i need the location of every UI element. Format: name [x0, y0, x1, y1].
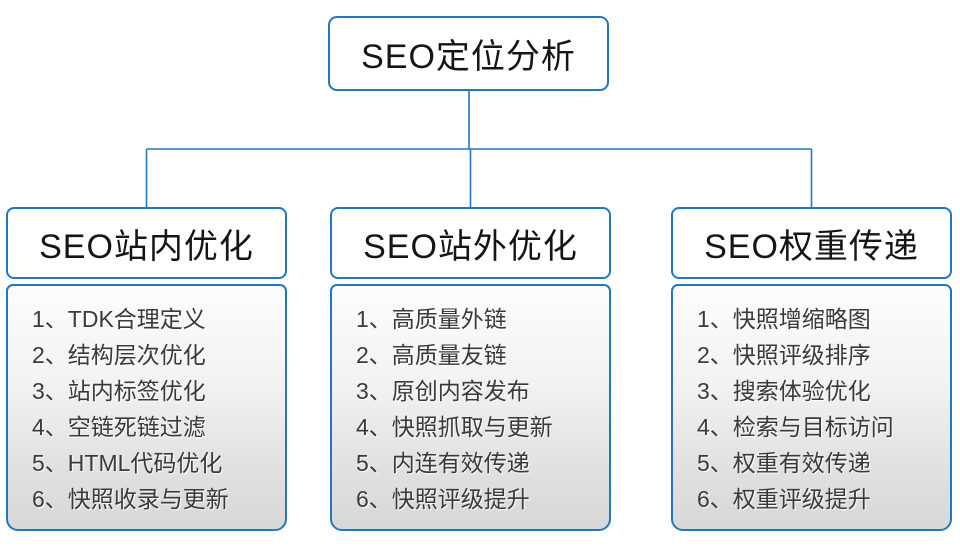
- onsite-item-list: 1、TDK合理定义 2、结构层次优化 3、站内标签优化 4、空链死链过滤 5、H…: [32, 301, 275, 517]
- weight-item-list: 1、快照增缩略图 2、快照评级排序 3、搜索体验优化 4、检索与目标访问 5、权…: [697, 301, 940, 517]
- list-item: 3、搜索体验优化: [697, 378, 871, 404]
- column-header-label: SEO站内优化: [39, 227, 254, 266]
- list-item: 6、权重评级提升: [697, 486, 871, 512]
- column-body-offsite: 1、高质量外链 2、高质量友链 3、原创内容发布 4、快照抓取与更新 5、内连有…: [330, 284, 611, 531]
- column-seo-onsite: SEO站内优化 1、TDK合理定义 2、结构层次优化 3、站内标签优化 4、空链…: [6, 207, 287, 531]
- column-header-label: SEO权重传递: [704, 227, 919, 266]
- column-header-offsite: SEO站外优化: [330, 207, 611, 279]
- list-item: 1、高质量外链: [356, 306, 507, 332]
- list-item: 2、结构层次优化: [32, 342, 206, 368]
- column-body-weight: 1、快照增缩略图 2、快照评级排序 3、搜索体验优化 4、检索与目标访问 5、权…: [671, 284, 952, 531]
- column-header-onsite: SEO站内优化: [6, 207, 287, 279]
- list-item: 3、原创内容发布: [356, 378, 530, 404]
- list-item: 6、快照评级提升: [356, 486, 530, 512]
- list-item: 1、快照增缩略图: [697, 306, 871, 332]
- list-item: 5、内连有效传递: [356, 450, 530, 476]
- root-node: SEO定位分析: [328, 16, 609, 91]
- offsite-item-list: 1、高质量外链 2、高质量友链 3、原创内容发布 4、快照抓取与更新 5、内连有…: [356, 301, 599, 517]
- list-item: 3、站内标签优化: [32, 378, 206, 404]
- list-item: 2、快照评级排序: [697, 342, 871, 368]
- column-seo-offsite: SEO站外优化 1、高质量外链 2、高质量友链 3、原创内容发布 4、快照抓取与…: [330, 207, 611, 531]
- list-item: 2、高质量友链: [356, 342, 507, 368]
- column-header-weight: SEO权重传递: [671, 207, 952, 279]
- list-item: 5、HTML代码优化: [32, 450, 223, 476]
- root-node-title: SEO定位分析: [361, 38, 576, 76]
- list-item: 4、空链死链过滤: [32, 414, 206, 440]
- list-item: 1、TDK合理定义: [32, 306, 206, 332]
- column-seo-weight: SEO权重传递 1、快照增缩略图 2、快照评级排序 3、搜索体验优化 4、检索与…: [671, 207, 952, 531]
- list-item: 4、检索与目标访问: [697, 414, 894, 440]
- list-item: 6、快照收录与更新: [32, 486, 229, 512]
- column-body-onsite: 1、TDK合理定义 2、结构层次优化 3、站内标签优化 4、空链死链过滤 5、H…: [6, 284, 287, 531]
- list-item: 4、快照抓取与更新: [356, 414, 553, 440]
- column-header-label: SEO站外优化: [363, 227, 578, 266]
- list-item: 5、权重有效传递: [697, 450, 871, 476]
